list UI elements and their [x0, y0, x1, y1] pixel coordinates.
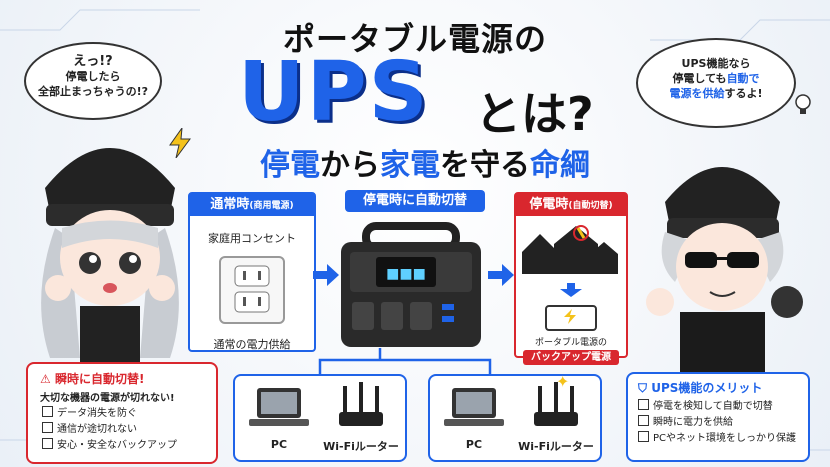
- title-word-kara: から: [320, 148, 380, 183]
- laptop-icon: [249, 386, 309, 434]
- girl-character: [10, 118, 210, 372]
- arrow-right-icon-2: [488, 264, 514, 290]
- checkbox-icon: [638, 431, 649, 442]
- outage-caption1: ポータブル電源の: [534, 338, 607, 348]
- bubble-left-line3: 全部止まっちゃうの!?: [38, 85, 148, 98]
- checkbox-icon: [42, 422, 53, 433]
- supply-label: 通常の電力供給: [213, 338, 291, 351]
- instant-subtitle: 大切な機器の電源が切れない!: [40, 393, 175, 404]
- title-ups: UPS: [238, 45, 430, 140]
- speech-bubble-right: UPS機能なら 停電しても自動で 電源を供給するよ!: [636, 38, 796, 128]
- checkbox-icon: [638, 399, 649, 410]
- connector-lines: [318, 348, 492, 376]
- router-icon-2: [528, 382, 584, 434]
- shield-icon: ⛉: [638, 381, 648, 395]
- outage-caption2: バックアップ電源: [523, 350, 619, 365]
- outlet-label: 家庭用コンセント: [208, 232, 296, 245]
- bubble-right-line3a: 電源を供給: [669, 87, 725, 100]
- arrow-right-icon: [313, 264, 339, 290]
- bubble-right-line1: UPS機能なら: [681, 57, 751, 70]
- svg-text:■■■: ■■■: [386, 266, 426, 282]
- bubble-right-line2a: 停電しても: [672, 72, 727, 85]
- bubble-left-line2: 停電したら: [65, 70, 121, 83]
- router-label-left: Wi-Fiルーター: [323, 440, 399, 453]
- merit-list: 停電を検知して自動で切替 瞬時に電力を供給 PCやネット環境をしっかり保護: [638, 399, 808, 447]
- lightbulb-icon: [792, 92, 814, 122]
- outage-head-sub: (自動切替): [568, 201, 613, 211]
- title-word-teiden: 停電: [260, 148, 320, 183]
- list-item: 停電を検知して自動で切替: [638, 399, 808, 415]
- instant-title: 瞬時に自動切替!: [54, 372, 145, 386]
- list-item: 通信が途切れない: [42, 422, 216, 438]
- normal-head: 通常時: [210, 197, 250, 212]
- wall-outlet-icon: [219, 256, 285, 324]
- pc-label-left: PC: [270, 438, 288, 451]
- battery-icon: [545, 305, 597, 331]
- warning-icon: ⚠: [40, 372, 51, 386]
- title-word-inochizuna: 命綱: [530, 148, 590, 183]
- bubble-right-line3b: するよ!: [724, 87, 763, 100]
- speech-bubble-left: えっ!? 停電したら 全部止まっちゃうの!?: [24, 42, 162, 120]
- normal-panel: 通常時(商用電源) 家庭用コンセント 通常の電力供給: [188, 192, 316, 352]
- arrow-down-icon: [556, 282, 586, 301]
- portable-power-station-icon: ■■■: [336, 222, 486, 356]
- lightning-icon: [168, 126, 192, 162]
- outage-head: 停電時: [529, 197, 569, 212]
- router-label-right: Wi-Fiルーター: [518, 440, 594, 453]
- device-group-right: PC Wi-Fiルーター: [428, 374, 602, 462]
- list-item: PCやネット環境をしっかり保護: [638, 431, 808, 447]
- normal-header: 通常時(商用電源): [190, 194, 314, 216]
- title-word-mamoru: を守る: [440, 148, 530, 183]
- list-item: 瞬時に電力を供給: [638, 415, 808, 431]
- checkbox-icon: [42, 406, 53, 417]
- instant-list: データ消失を防ぐ 通信が途切れない 安心・安全なバックアップ: [42, 406, 216, 454]
- dark-houses-icon: [520, 222, 626, 280]
- outage-panel: 停電時(自動切替) ポータブル電源の バックアップ電源: [514, 192, 628, 365]
- list-item: 安心・安全なバックアップ: [42, 438, 216, 454]
- title-word-kaden: 家電: [380, 148, 440, 183]
- ups-merit-box: ⛉ UPS機能のメリット 停電を検知して自動で切替 瞬時に電力を供給 PCやネッ…: [626, 372, 810, 462]
- boy-character: [625, 132, 820, 386]
- checkbox-icon: [638, 415, 649, 426]
- router-icon: [333, 382, 389, 434]
- checkbox-icon: [42, 438, 53, 449]
- title-line3: 停電から家電を守る命綱: [225, 140, 625, 184]
- title-towa: とは?: [475, 87, 594, 141]
- normal-head-sub: (商用電源): [249, 201, 294, 211]
- list-item: データ消失を防ぐ: [42, 406, 216, 422]
- sparkle-icon: ✦: [556, 372, 570, 391]
- bubble-left-line1: えっ!?: [73, 54, 113, 69]
- merit-title: UPS機能のメリット: [651, 381, 763, 395]
- outage-header: 停電時(自動切替): [516, 194, 626, 216]
- title-line1: ポータブル電源の: [282, 20, 547, 58]
- bubble-right-line2b: 自動で: [726, 72, 760, 85]
- instant-switch-box: ⚠ 瞬時に自動切替! 大切な機器の電源が切れない! データ消失を防ぐ 通信が途切…: [26, 362, 218, 464]
- device-group-left: PC Wi-Fiルーター: [233, 374, 407, 462]
- pc-label-right: PC: [465, 438, 483, 451]
- switch-header: 停電時に自動切替: [345, 190, 485, 212]
- laptop-icon-2: [444, 386, 504, 434]
